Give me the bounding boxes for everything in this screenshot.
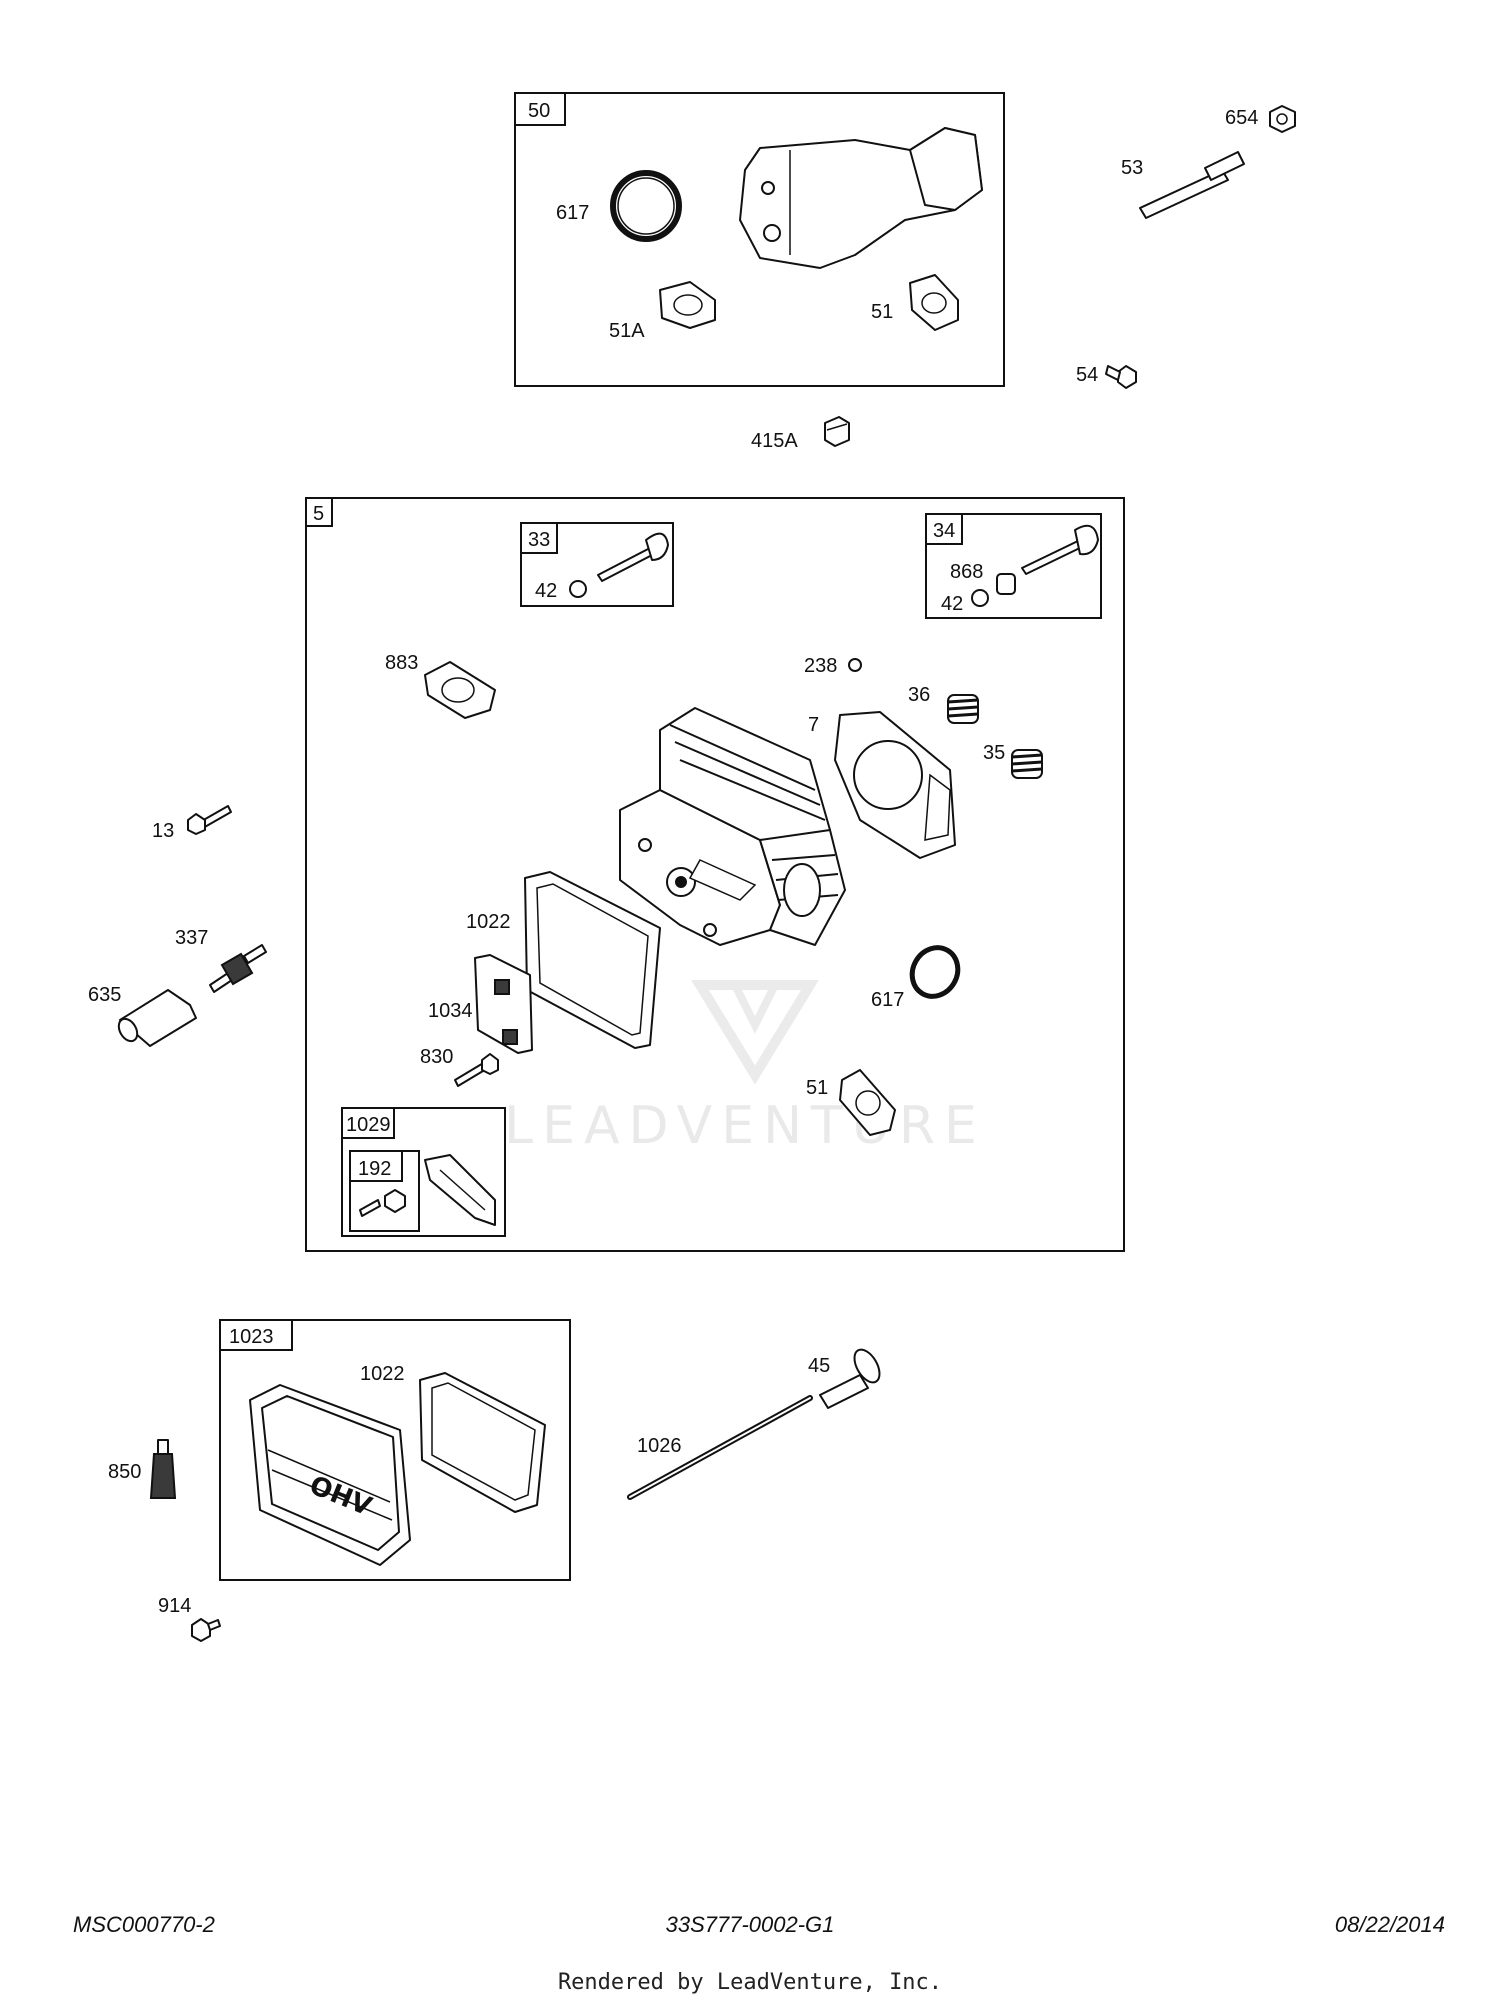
stud-53 [1139, 151, 1245, 219]
o-ring-617-upper [610, 170, 682, 242]
assembly-5-box [305, 497, 1125, 1252]
assembly-34-box [925, 513, 1102, 619]
callout-13[interactable]: 13 [152, 820, 174, 842]
assembly-50-tag[interactable]: 50 [528, 100, 550, 122]
callout-883[interactable]: 883 [385, 652, 418, 674]
gasket-51-lower [839, 1069, 896, 1136]
callout-238[interactable]: 238 [804, 655, 837, 677]
watermark-text: LEADVENTURE [504, 1096, 986, 1156]
assembly-50-box [514, 92, 1005, 387]
valve-spring-36 [947, 694, 979, 724]
callout-45[interactable]: 45 [808, 1355, 830, 1377]
rocker-cover-gasket-1022 [524, 871, 661, 1049]
cylinder-head [619, 707, 846, 946]
callout-914[interactable]: 914 [158, 1595, 191, 1617]
assembly-50-tag-box [514, 92, 566, 126]
assembly-5-tag-box [305, 497, 333, 527]
nut-654 [1269, 105, 1296, 133]
exhaust-valve-34 [971, 524, 1099, 607]
assembly-1023-box [219, 1319, 571, 1581]
callout-337[interactable]: 337 [175, 927, 208, 949]
tappet-45 [819, 1348, 881, 1409]
callout-42-in-34[interactable]: 42 [941, 593, 963, 615]
plug-415a [824, 416, 850, 447]
assembly-192-tag[interactable]: 192 [358, 1158, 391, 1180]
callout-1034[interactable]: 1034 [428, 1000, 473, 1022]
callout-617-in-5[interactable]: 617 [871, 989, 904, 1011]
callout-54[interactable]: 54 [1076, 364, 1098, 386]
push-rod-1026 [627, 1395, 813, 1500]
callout-654[interactable]: 654 [1225, 107, 1258, 129]
assembly-34-tag[interactable]: 34 [933, 520, 955, 542]
gasket-883 [424, 661, 496, 719]
diagram-date: 08/22/2014 [1334, 1912, 1445, 1937]
assembly-1023-tag[interactable]: 1023 [229, 1326, 274, 1348]
rocker-cover-1023: OHV [249, 1384, 411, 1566]
spark-plug-337 [209, 944, 267, 993]
callout-415a[interactable]: 415A [751, 430, 798, 452]
callout-1026[interactable]: 1026 [637, 1435, 682, 1457]
head-gasket-7 [834, 711, 956, 859]
assembly-5-tag[interactable]: 5 [313, 503, 324, 525]
callout-7[interactable]: 7 [808, 714, 819, 736]
assembly-33-box [520, 522, 674, 607]
callout-868[interactable]: 868 [950, 561, 983, 583]
retainer-238 [848, 658, 862, 672]
leadventure-watermark-logo [691, 980, 819, 1085]
valve-spring-35 [1011, 749, 1043, 779]
model-number: 33S777-0002-G1 [665, 1912, 835, 1937]
rocker-arm-adjuster-192 [359, 1189, 406, 1217]
bolt-13 [187, 805, 232, 835]
assembly-33-tag[interactable]: 33 [528, 529, 550, 551]
sealant-tube-850 [149, 1439, 177, 1499]
exploded-parts-diagram: LEADVENTURE 50 617 51A 51 654 53 54 [88, 92, 1296, 1642]
callout-850[interactable]: 850 [108, 1461, 141, 1483]
callout-53[interactable]: 53 [1121, 157, 1143, 179]
callout-635[interactable]: 635 [88, 984, 121, 1006]
callout-42-in-33[interactable]: 42 [535, 580, 557, 602]
callout-830[interactable]: 830 [420, 1046, 453, 1068]
rocker-cover-gasket-1022-lower [419, 1372, 546, 1513]
screw-914 [191, 1618, 221, 1642]
screw-54 [1105, 365, 1137, 389]
breather-plate-1034 [474, 954, 533, 1054]
callout-1022-in-5[interactable]: 1022 [466, 911, 511, 933]
diagram-reference-code: MSC000770-2 [73, 1912, 215, 1937]
spark-plug-boot-635 [117, 989, 197, 1047]
callout-35[interactable]: 35 [983, 742, 1005, 764]
callout-51[interactable]: 51 [871, 301, 893, 323]
rocker-arm-1029 [424, 1154, 496, 1226]
callout-51a[interactable]: 51A [609, 320, 645, 342]
assembly-1029-box [341, 1107, 506, 1237]
callout-36[interactable]: 36 [908, 684, 930, 706]
intake-manifold-elbow [739, 127, 983, 269]
gasket-51-upper [909, 274, 959, 331]
callout-51-in-5[interactable]: 51 [806, 1077, 828, 1099]
o-ring-617-lower [909, 945, 961, 999]
screw-830 [454, 1053, 499, 1087]
gasket-51a [659, 281, 716, 329]
callout-1022-in-1023[interactable]: 1022 [360, 1363, 405, 1385]
callout-617[interactable]: 617 [556, 202, 589, 224]
render-credit: Rendered by LeadVenture, Inc. [557, 1970, 943, 1995]
intake-valve-33 [569, 532, 669, 598]
assembly-1029-tag[interactable]: 1029 [346, 1114, 391, 1136]
